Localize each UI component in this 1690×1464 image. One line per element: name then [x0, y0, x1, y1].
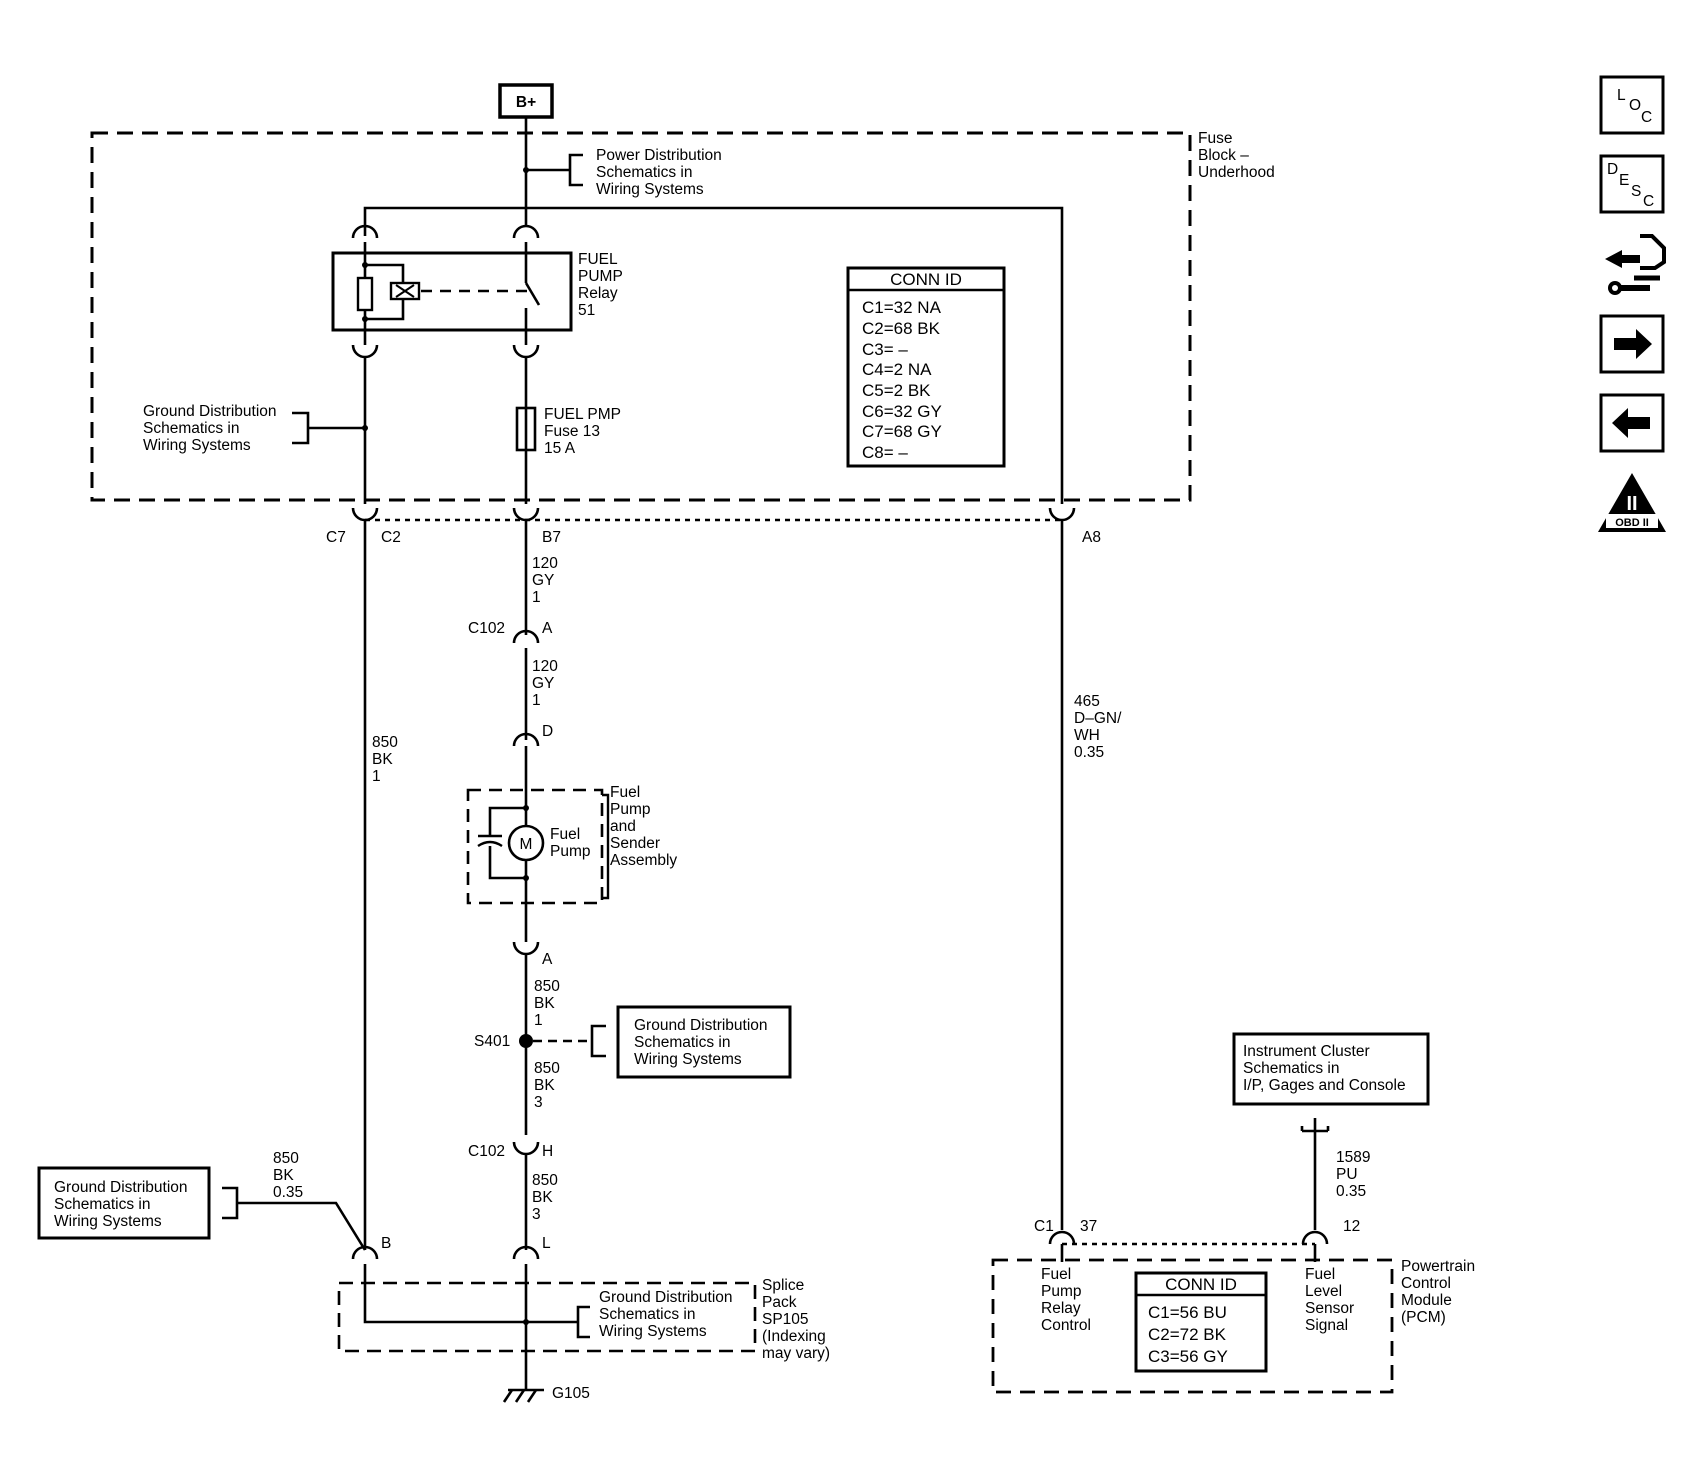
wire-850-bk-s401: 850 BK 3: [534, 1060, 564, 1111]
pcm-relay-control-label: Fuel Pump Relay Control: [1041, 1266, 1091, 1334]
c102-pin-h: H: [542, 1143, 553, 1160]
desc-button[interactable]: D E S C: [1599, 154, 1665, 214]
pin-b7: B7: [542, 529, 561, 546]
fuel-pump-motor: M: [477, 790, 545, 942]
fuel-pump-relay: [331, 242, 573, 345]
splice-pack-outline: [337, 1281, 757, 1353]
motor-symbol: M: [520, 836, 533, 853]
fuel-pump-relay-label: FUEL PUMP Relay 51: [578, 251, 627, 319]
wire-850-bk-main: 850 BK 1: [372, 734, 402, 785]
splice-pin-l: L: [542, 1235, 551, 1252]
splice-pin-b: B: [381, 1235, 391, 1252]
arrow-right-icon: [1614, 329, 1652, 359]
ground-distribution-ref-left: Ground Distribution Schematics in Wiring…: [54, 1179, 192, 1230]
pump-pin-a: A: [542, 951, 553, 968]
wire-850-bk-c102: 850 BK 3: [532, 1172, 562, 1223]
fuse-block-conn-table: CONN ID C1=32 NA C2=68 BK C3= – C4=2 NA …: [846, 266, 1006, 468]
fuel-pump-assembly-label: Fuel Pump and Sender Assembly: [610, 784, 677, 869]
svg-text:C: C: [1641, 109, 1652, 126]
pin-a8: A8: [1082, 529, 1101, 546]
svg-text:E: E: [1619, 172, 1629, 189]
battery-positive-label: B+: [516, 94, 536, 111]
ground-symbol-g105: [502, 1388, 544, 1403]
wire-120-gy-a: 120 GY 1: [532, 555, 562, 606]
splice-ground-distribution-ref: Ground Distribution Schematics in Wiring…: [599, 1289, 737, 1340]
ground-distribution-ref-top: Ground Distribution Schematics in Wiring…: [143, 403, 281, 454]
pcm-pin-c1: C1: [1034, 1218, 1054, 1235]
svg-text:C: C: [1643, 193, 1654, 210]
splice-s401: [519, 1034, 533, 1048]
power-distribution-ref: Power Distribution Schematics in Wiring …: [596, 147, 726, 198]
fuse-block-label: Fuse Block – Underhood: [1198, 130, 1275, 181]
pcm-pin-37: 37: [1080, 1218, 1097, 1235]
service-tools-icon[interactable]: [1605, 234, 1666, 295]
svg-text:S: S: [1631, 183, 1641, 200]
arrow-left-icon: [1612, 408, 1650, 438]
fuse-block-conn-title: CONN ID: [890, 270, 962, 289]
svg-text:II: II: [1626, 493, 1637, 515]
s401-label: S401: [474, 1033, 510, 1050]
pin-c2: C2: [381, 529, 401, 546]
wire-120-gy-b: 120 GY 1: [532, 658, 562, 709]
svg-text:L: L: [1617, 87, 1626, 104]
pcm-pin-12: 12: [1343, 1218, 1360, 1235]
pcm-conn-table: CONN ID C1=56 BU C2=72 BK C3=56 GY: [1134, 1271, 1268, 1373]
next-page-button[interactable]: [1599, 314, 1665, 374]
wire-850-bk-left: 850 BK 0.35: [273, 1150, 303, 1201]
c102-bottom-label: C102: [468, 1143, 505, 1160]
fuel-pump-fuse: [515, 406, 537, 452]
obd-ii-icon[interactable]: II OBD II: [1598, 473, 1666, 532]
pcm-conn-title: CONN ID: [1165, 1275, 1237, 1294]
ground-g105-label: G105: [552, 1385, 590, 1402]
pcm-conn-rows: C1=56 BU C2=72 BK C3=56 GY: [1148, 1303, 1232, 1366]
previous-page-button[interactable]: [1599, 393, 1665, 453]
pump-pin-d: D: [542, 723, 553, 740]
fuel-pump-fuse-label: FUEL PMP Fuse 13 15 A: [544, 406, 625, 457]
ground-distribution-ref-s401: Ground Distribution Schematics in Wiring…: [634, 1017, 772, 1068]
wire-850-bk-pump: 850 BK 1: [534, 978, 564, 1029]
svg-text:O: O: [1629, 97, 1641, 114]
fuse-block-outline: [90, 131, 1192, 502]
c102-top-label: C102: [468, 620, 505, 637]
fuel-pump-assembly-outline: [466, 788, 604, 905]
pcm-outline: [991, 1258, 1394, 1394]
c102-pin-a: A: [542, 620, 553, 637]
instrument-cluster-ref: Instrument Cluster Schematics in I/P, Ga…: [1243, 1043, 1406, 1094]
svg-text:OBD II: OBD II: [1615, 517, 1649, 529]
battery-positive-block: B+: [498, 83, 554, 119]
pcm-level-signal-label: Fuel Level Sensor Signal: [1305, 1266, 1358, 1334]
wire-465: 465 D–GN/ WH 0.35: [1074, 693, 1126, 761]
loc-button[interactable]: L O C: [1599, 75, 1665, 135]
splice-pack-label: Splice Pack SP105 (Indexing may vary): [762, 1277, 830, 1362]
fuse-block-conn-rows: C1=32 NA C2=68 BK C3= – C4=2 NA C5=2 BK …: [862, 298, 946, 462]
pin-c7: C7: [326, 529, 346, 546]
pcm-label: Powertrain Control Module (PCM): [1401, 1258, 1479, 1326]
svg-text:D: D: [1607, 161, 1618, 178]
fuel-pump-label: Fuel Pump: [550, 826, 591, 860]
wire-1589-pu: 1589 PU 0.35: [1336, 1149, 1375, 1200]
